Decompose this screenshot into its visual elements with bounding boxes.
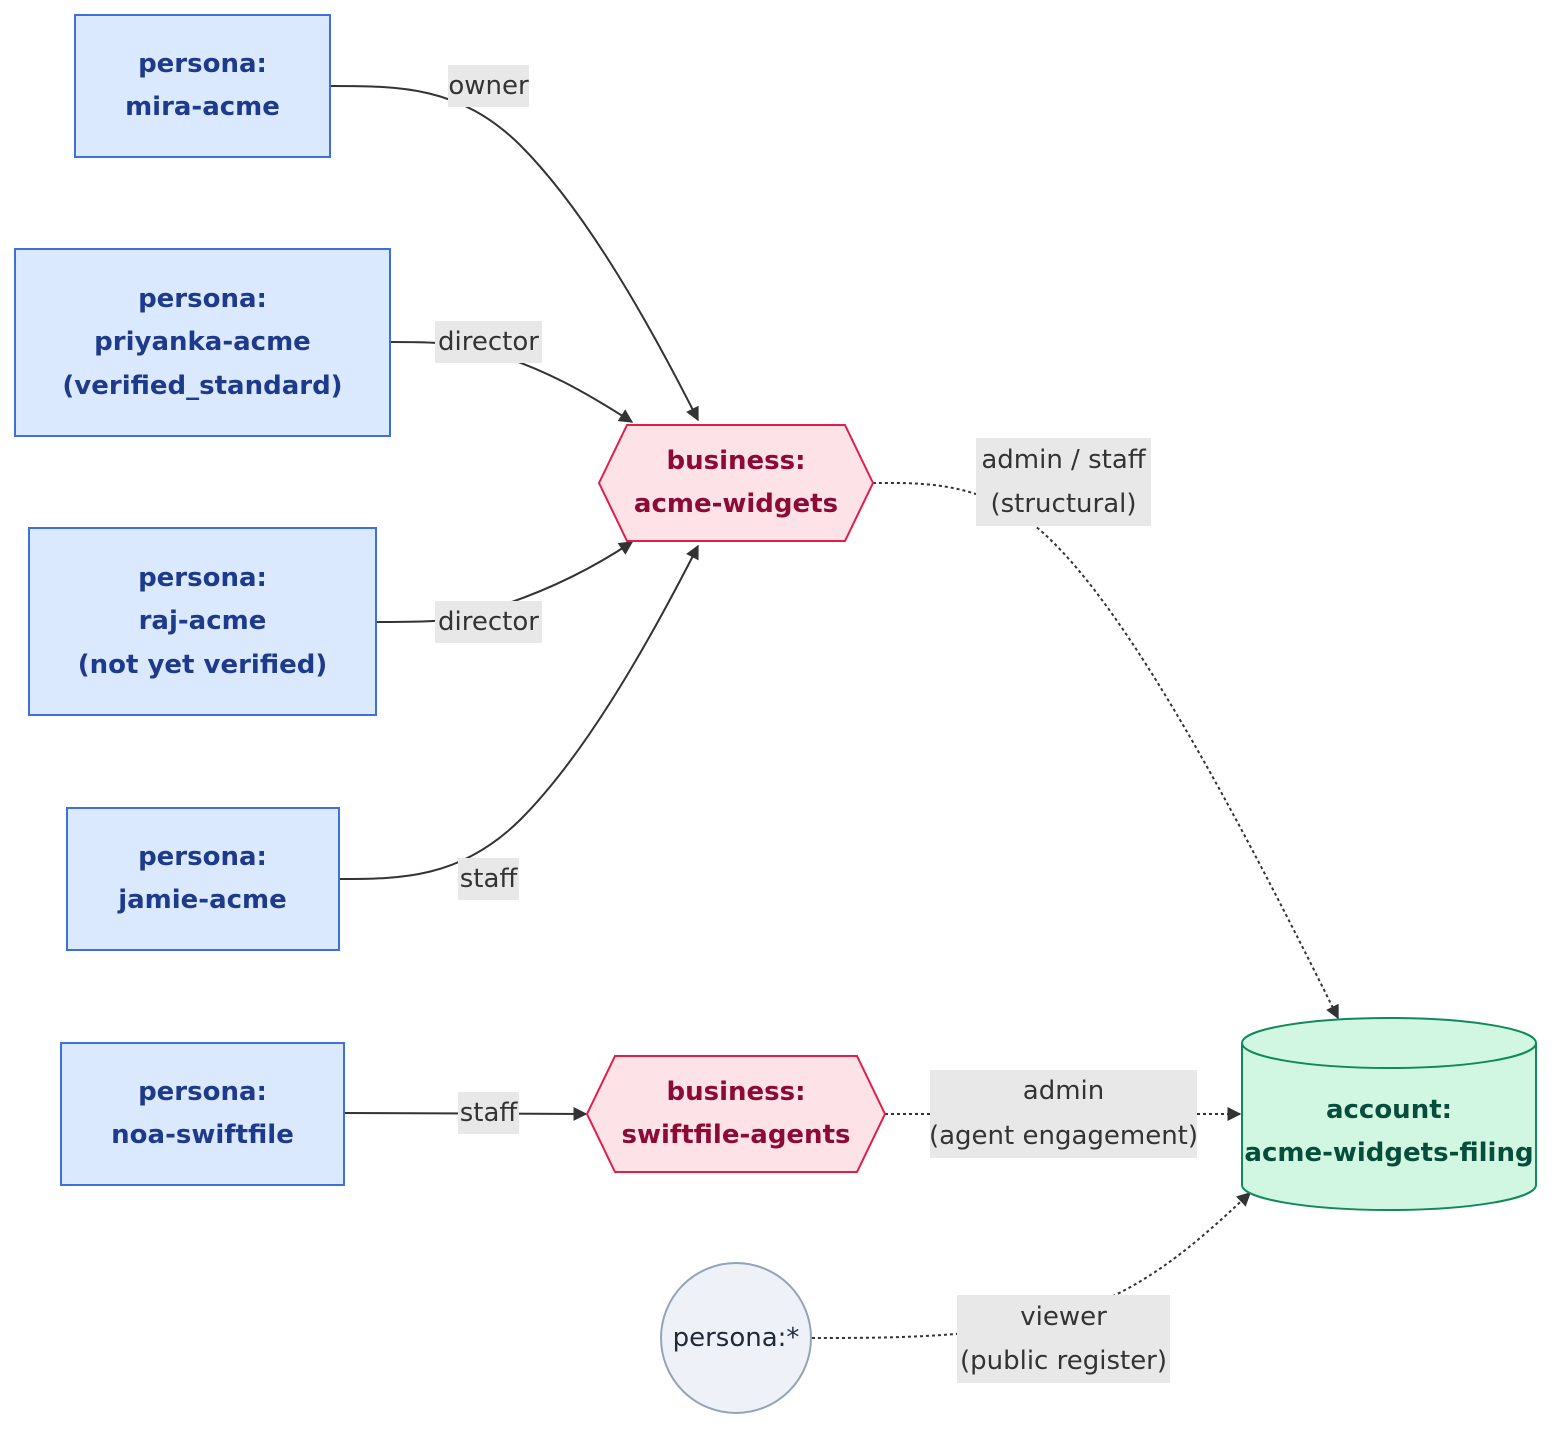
node-label-line: persona:: [138, 842, 267, 872]
edge-jamie-to-acme: [338, 544, 699, 880]
edge-label-text: director: [438, 607, 539, 637]
edge-label-staff-jamie: staff: [458, 858, 519, 900]
edge-acme-to-account: [872, 481, 1339, 1020]
edge-label-director-priyanka: director: [435, 321, 542, 363]
node-label-line: (verified_standard): [62, 371, 342, 401]
persona-node-mira-acme[interactable]: persona: mira-acme: [74, 14, 331, 158]
edge-label-text: staff: [460, 864, 519, 894]
edge-label-admin-staff: admin / staff (structural): [976, 438, 1151, 526]
edge-label-line: (structural): [990, 489, 1136, 519]
node-label-line: persona:: [138, 1077, 267, 1107]
account-node-acme-widgets-filing[interactable]: account: acme-widgets-filing: [1241, 1017, 1537, 1211]
edge-label-admin-agent: admin (agent engagement): [929, 1070, 1198, 1158]
edge-label-text: owner: [448, 71, 529, 101]
node-label-line: priyanka-acme: [94, 327, 311, 357]
edge-label-line: (public register): [960, 1346, 1167, 1376]
node-label-line: persona:: [138, 563, 267, 593]
persona-node-raj-acme[interactable]: persona: raj-acme (not yet verified): [28, 527, 377, 716]
wildcard-persona-node[interactable]: persona:*: [660, 1262, 812, 1414]
node-label-line: noa-swiftfile: [111, 1120, 294, 1150]
edge-label-line: admin / staff: [981, 445, 1146, 475]
node-label-line: raj-acme: [139, 606, 267, 636]
business-node-swiftfile-agents[interactable]: business: swiftfile-agents: [585, 1055, 887, 1173]
edge-mira-to-acme: [329, 85, 699, 422]
persona-node-noa-swiftfile[interactable]: persona: noa-swiftfile: [60, 1042, 345, 1186]
node-label-line: business:: [666, 446, 805, 476]
node-label-line: (not yet verified): [78, 650, 328, 680]
node-label-line: account:: [1326, 1095, 1452, 1125]
node-label-line: acme-widgets-filing: [1244, 1138, 1533, 1168]
edge-label-line: (agent engagement): [929, 1121, 1198, 1151]
edge-label-owner: owner: [448, 65, 529, 107]
node-label-line: jamie-acme: [117, 885, 287, 915]
edge-label-line: viewer: [1020, 1302, 1107, 1332]
node-label-line: persona:: [138, 284, 267, 314]
edge-labels: owner director director staff staff admi…: [435, 65, 1198, 1383]
node-label-line: persona:: [138, 49, 267, 79]
persona-node-jamie-acme[interactable]: persona: jamie-acme: [66, 807, 340, 951]
edge-label-text: staff: [460, 1098, 519, 1128]
edge-label-viewer: viewer (public register): [957, 1295, 1170, 1383]
node-label-line: mira-acme: [125, 92, 280, 122]
node-label-line: acme-widgets: [634, 489, 838, 519]
node-label-line: swiftfile-agents: [622, 1120, 851, 1150]
edge-label-staff-noa: staff: [458, 1092, 519, 1134]
node-label-line: business:: [666, 1077, 805, 1107]
node-label: persona:*: [673, 1323, 800, 1353]
edge-label-line: admin: [1023, 1076, 1104, 1106]
persona-node-priyanka-acme[interactable]: persona: priyanka-acme (verified_standar…: [14, 248, 391, 437]
edge-label-director-raj: director: [435, 601, 542, 643]
business-node-acme-widgets[interactable]: business: acme-widgets: [597, 424, 875, 542]
edge-label-text: director: [438, 327, 539, 357]
